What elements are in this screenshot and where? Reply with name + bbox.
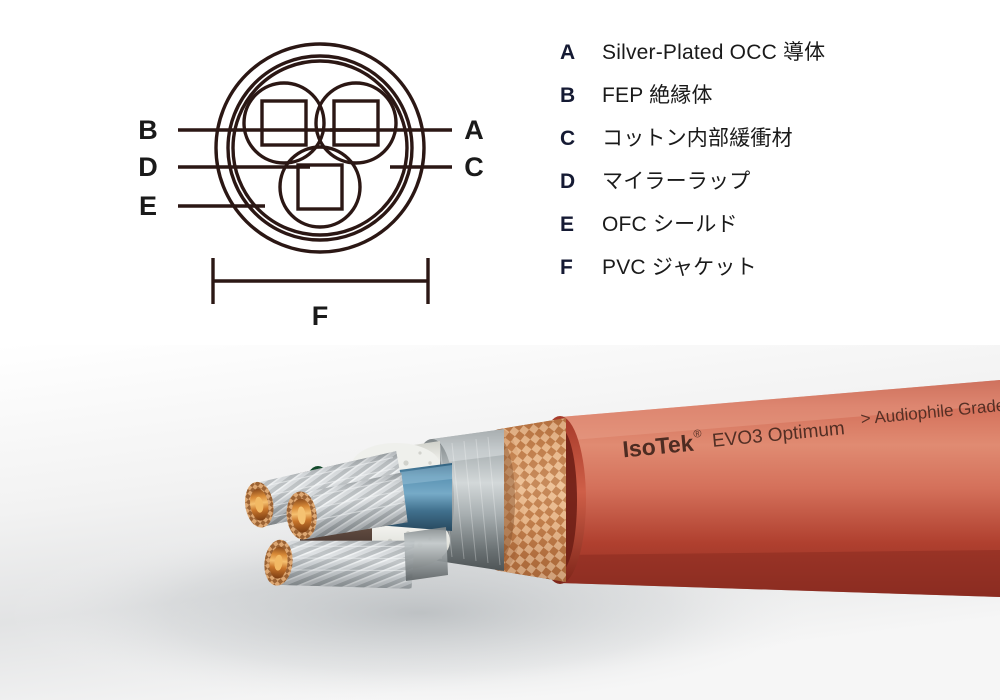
legend-letter-b: B (560, 84, 576, 107)
legend-text-d: マイラーラップ (602, 170, 751, 193)
legend-letter-e: E (560, 213, 575, 236)
print-registered-mark: ® (693, 428, 702, 441)
conductor-circle-left (242, 81, 326, 165)
diagram-label-f: F (312, 301, 329, 331)
jacket-circle (214, 42, 426, 254)
legend-item-e: E OFC シールド (560, 208, 990, 251)
legend-text-a: Silver-Plated OCC 導体 (602, 41, 826, 64)
legend-item-a: A Silver-Plated OCC 導体 (560, 36, 990, 79)
legend-text-c: コットン内部緩衝材 (602, 127, 793, 150)
legend-text-b: FEP 絶縁体 (602, 84, 713, 107)
conductor-mid (286, 472, 408, 540)
conductor-circle-bottom (278, 145, 362, 229)
diagram-label-b: B (138, 115, 158, 145)
conductor-square-bottom (296, 163, 344, 211)
legend-letter-d: D (560, 170, 576, 193)
shield-circle (226, 54, 414, 242)
conductor-square-left (260, 99, 308, 147)
conductor-lower (264, 539, 415, 589)
diagram-label-c: C (464, 152, 484, 182)
legend-text-e: OFC シールド (602, 213, 738, 236)
conductor-circle-right (314, 81, 398, 165)
mylar-circle (231, 59, 409, 237)
cable-cross-section-diagram: B D E A C F (0, 0, 520, 345)
lower-sheath (404, 527, 448, 581)
legend-text-f: PVC ジャケット (602, 256, 757, 279)
legend-item-b: B FEP 絶縁体 (560, 79, 990, 122)
legend-letter-a: A (560, 41, 576, 64)
legend-letter-c: C (560, 127, 576, 150)
legend-item-f: F PVC ジャケット (560, 251, 990, 294)
diagram-label-d: D (138, 152, 158, 182)
legend-letter-f: F (560, 256, 574, 279)
conductor-square-right (332, 99, 380, 147)
diagram-label-a: A (464, 115, 484, 145)
cable-cutaway-photo: IsoTek ® EVO3 Optimum > Audiophile Grade… (0, 345, 1000, 700)
legend-list: A Silver-Plated OCC 導体 B FEP 絶縁体 C コットン内… (560, 36, 990, 294)
legend-item-c: C コットン内部緩衝材 (560, 122, 990, 165)
diagram-label-e: E (139, 191, 157, 221)
legend-item-d: D マイラーラップ (560, 165, 990, 208)
